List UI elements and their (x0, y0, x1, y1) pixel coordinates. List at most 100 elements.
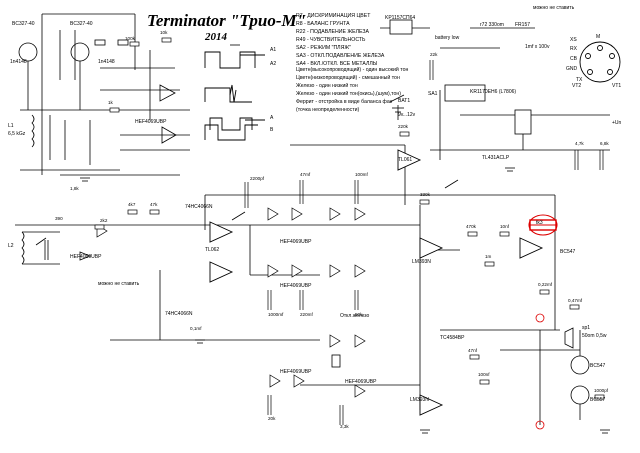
input-coil-l2 (21, 231, 92, 265)
component-value: 2k2 (100, 218, 108, 223)
mc1-label: 74HC4066N (185, 204, 213, 210)
xs-label: XS (570, 37, 577, 43)
component-value: 20k (268, 416, 276, 421)
component-value: 47k (150, 202, 158, 207)
coil-l1-label: L1 (8, 123, 14, 129)
hef-label-2: HEF4069UBP (280, 239, 312, 245)
component-value: 100mf (355, 172, 368, 177)
legend-item: SA2 - РЕЖИМ "ПЛЯЖ" (296, 45, 351, 51)
diode-vd1-label: 1n4148 (10, 59, 27, 65)
component-value: 220mf (300, 312, 313, 317)
component-value: 6,8k (600, 141, 609, 146)
hef-label-3: HEF4069UBP (70, 254, 102, 260)
r72-label: r72 330om (480, 22, 504, 28)
component-value: 100k (125, 36, 136, 41)
gnd-label: GND (566, 66, 578, 72)
component-value: 1k (108, 100, 114, 105)
component-value: 1000mf (268, 312, 284, 317)
note-item: Цветн(низкопроводящий) - смешанный тон (296, 75, 400, 81)
battery-low-label: battery low (435, 35, 460, 41)
coil-l2-label: L2 (8, 243, 14, 249)
transmitter-section (18, 13, 190, 176)
tx-label: TX (576, 77, 583, 83)
rx-label: RX (570, 46, 577, 52)
bc557-label: BC557 (590, 397, 606, 403)
component-value: 100nf (478, 372, 490, 377)
component-value: 22k (430, 52, 438, 57)
component-value: 0,1mf (190, 326, 202, 331)
component-value: 1000pf (594, 388, 609, 393)
note-item: (точка неопределенности) (296, 107, 360, 113)
coil-l1-freq: 6,5 kGz (8, 131, 26, 137)
main-bus (15, 90, 610, 425)
a-label: A (270, 115, 274, 121)
cap-1mf-label: 1mf x 100v (525, 44, 550, 50)
a2-label: A2 (270, 61, 277, 67)
mozhno-ne-stavit-2: можно не ставить (98, 281, 140, 287)
component-value: 1m (485, 254, 492, 259)
hef-label-6: HEF4069UBP (345, 379, 377, 385)
power-supply (380, 19, 535, 150)
output-stage (528, 214, 590, 430)
note-item: Феррит - отстройка в виде баланса фаз (296, 99, 393, 105)
timing-diagrams (204, 51, 265, 141)
tl061-label: TL061 (398, 157, 413, 163)
otkl-zheleza-label: Откл.железо (340, 313, 370, 319)
bc547-label: BC547 (560, 249, 576, 255)
speaker-label: sp1 (582, 325, 591, 331)
component-value: 2200pf (250, 176, 265, 181)
component-value: 47nf (468, 348, 478, 353)
component-value: 0,47mf (568, 298, 583, 303)
legend-item: SA3 - ОТКЛ.ПОДАВЛЕНИЕ ЖЕЛЕЗА (296, 53, 385, 59)
hef-label-5: HEF4069UBP (280, 369, 312, 375)
connector-xs (579, 41, 621, 83)
bat-voltage-label: 9v...12v (398, 112, 416, 118)
bc547-label-2: BC547 (590, 363, 606, 369)
tk3-label: tk3 (536, 220, 543, 226)
transistor-q2-label: BC327-40 (70, 21, 93, 27)
vt2-label: VT2 (572, 83, 582, 89)
component-value: 4,7k (575, 141, 584, 146)
component-value: 1,8k (70, 186, 79, 191)
mc1-label-2: 74HC4066N (165, 311, 193, 317)
vt1-label: VT1 (612, 83, 622, 89)
legend-item: R49 - ЧУВСТВИТЕЛЬНОСТЬ (296, 37, 366, 43)
hef-label-4: HEF4069UBP (280, 283, 312, 289)
note-item: Железо - один низкий тон(окись),(шум),то… (296, 91, 401, 97)
m-label: M (596, 34, 601, 40)
kp1157-label: KP1157СП64 (385, 15, 416, 21)
a1-label: A1 (270, 47, 277, 53)
legend-item: SA4 - ВКЛ./ОТКЛ. ВСЕ МЕТАЛЛЫ (296, 61, 378, 67)
tl062-label: TL062 (205, 247, 220, 253)
led-fr-label: FR157 (515, 22, 531, 28)
component-value: 4k7 (128, 202, 136, 207)
bat1-label: BAT1 (398, 98, 411, 104)
component-value: 330k (420, 192, 431, 197)
note-item: Железо - один низкий тон (296, 83, 358, 89)
component-value: 50k (355, 312, 363, 317)
component-value: 0,22mf (538, 282, 553, 287)
hef-label-1: HEF4069UBP (135, 119, 167, 125)
switches (35, 94, 459, 368)
transistor-q1-label: BC327-40 (12, 21, 35, 27)
component-value: 470k (466, 224, 477, 229)
schematic-title: Terminator "Трио-М" (147, 11, 307, 30)
capacitor-grids (244, 60, 604, 425)
tl431-label: TL431ACLP (482, 155, 510, 161)
sa1-label: SA1 (428, 91, 438, 97)
kr1170-label: KR1170EH6 (L7806) (470, 89, 517, 95)
legend-item: R22 - ПОДАВЛЕНИЕ ЖЕЛЕЗА (296, 29, 369, 35)
note-item: Цветн(высокопроводящий) - один высокий т… (296, 67, 409, 73)
b-label: B (270, 127, 274, 133)
speaker-spec-label: 50om 0,5w (582, 333, 607, 339)
legend-item: R8 - БАЛАНС ГРУНТА (296, 21, 350, 27)
cb-label: CB (570, 56, 577, 62)
inverter-chains (96, 207, 366, 398)
legend-item: R7 - ДИСКРИМИНАЦИЯ ЦВЕТ (296, 13, 371, 19)
power-plus-label: +Un (612, 120, 622, 126)
tc4584-label: TC4584BP (440, 335, 465, 341)
component-value: 47mf (300, 172, 311, 177)
mozhno-ne-stavit-1: можно не ставить (533, 5, 575, 11)
